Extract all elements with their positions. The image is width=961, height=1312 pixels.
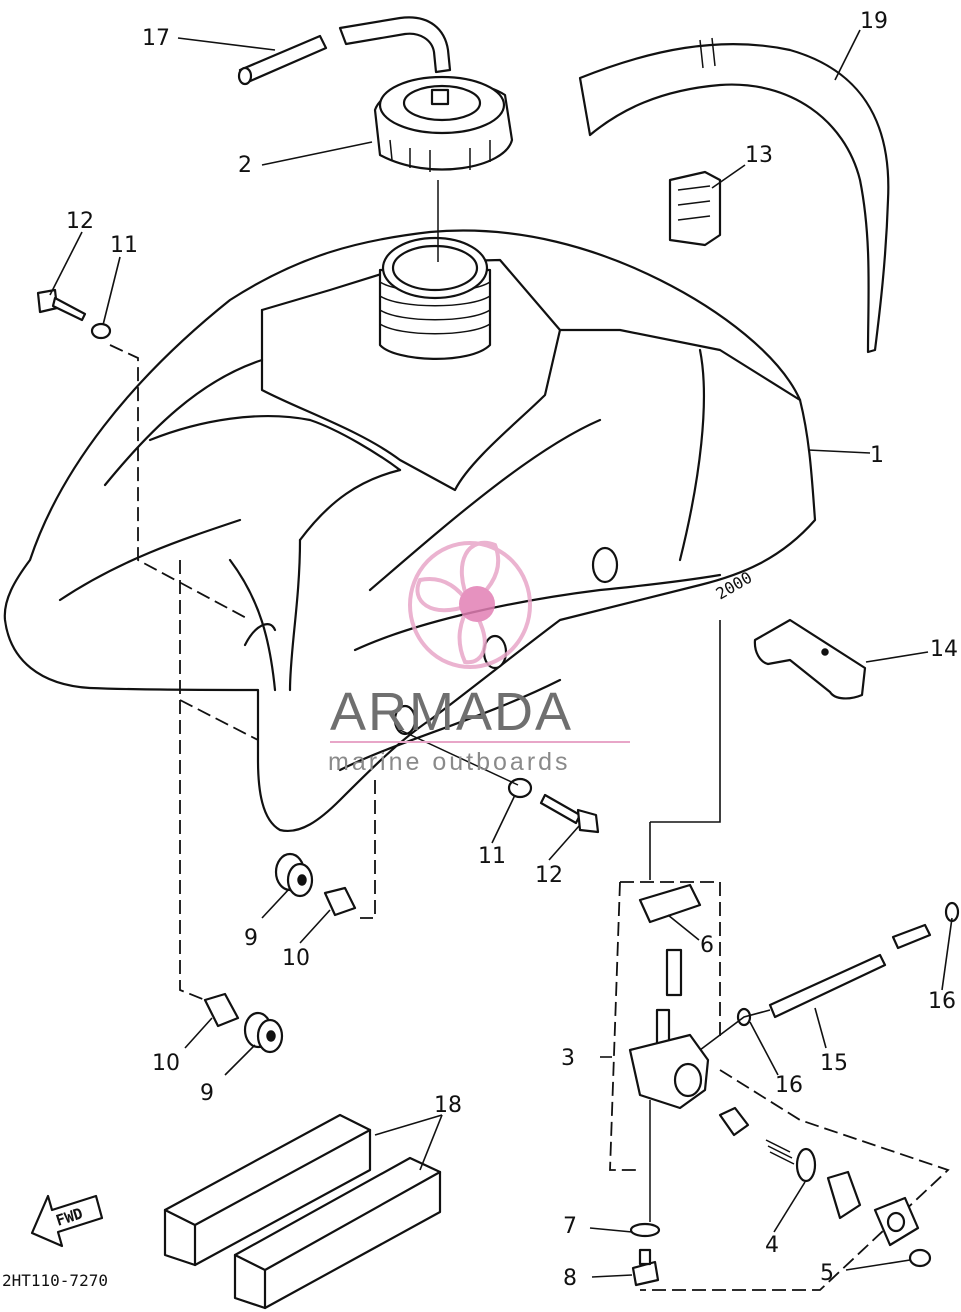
clip — [668, 170, 722, 247]
callout-13: 13 — [745, 143, 773, 168]
callout-14: 14 — [930, 637, 958, 662]
fuel-tank-drawing: 2000 — [3, 229, 817, 833]
callout-9-upper: 9 — [244, 926, 258, 951]
watermark-subtitle: marine outboards — [328, 748, 571, 776]
callout-1: 1 — [870, 443, 884, 468]
grommet-and-collar-upper — [274, 780, 376, 919]
bracket — [753, 618, 867, 700]
callout-17: 17 — [142, 26, 170, 51]
part-callouts: 1 2 3 4 5 6 7 8 9 9 10 10 11 11 12 12 13… — [66, 9, 958, 1291]
callout-9-lower: 9 — [200, 1081, 214, 1106]
fuel-cock-internals — [629, 1106, 932, 1287]
watermark-title: ARMADA — [330, 682, 573, 742]
callout-15: 15 — [820, 1051, 848, 1076]
leader-lines — [49, 29, 953, 1278]
callout-16-right: 16 — [928, 989, 956, 1014]
callout-8: 8 — [563, 1266, 577, 1291]
propeller-logo-icon — [408, 540, 532, 669]
callout-11-lower: 11 — [478, 844, 506, 869]
callout-7: 7 — [563, 1214, 577, 1239]
sponges — [163, 1113, 442, 1310]
filler-neck — [378, 236, 492, 360]
tank-pad — [578, 37, 890, 354]
watermark-logo: ARMADA marine outboards — [328, 540, 630, 776]
callout-16-center: 16 — [775, 1073, 803, 1098]
upper-bolt-and-washer — [36, 288, 251, 621]
fuel-pipe-and-clamps — [699, 901, 960, 1051]
callout-5: 5 — [820, 1261, 834, 1286]
callout-12-lower: 12 — [535, 863, 563, 888]
forward-direction-arrow: FWD — [30, 1194, 104, 1248]
drawing-code: 2HT110-7270 — [2, 1271, 108, 1290]
fuel-cap — [373, 75, 514, 262]
fuel-cock-assembly — [609, 620, 950, 1291]
callout-19: 19 — [860, 9, 888, 34]
callout-11-upper: 11 — [110, 233, 138, 258]
callout-12-upper: 12 — [66, 209, 94, 234]
callout-4: 4 — [765, 1233, 779, 1258]
callout-6: 6 — [700, 933, 714, 958]
callout-10-lower: 10 — [152, 1051, 180, 1076]
callout-2: 2 — [238, 153, 252, 178]
grommet-and-collar-lower — [179, 560, 284, 1054]
callout-3: 3 — [561, 1046, 575, 1071]
callout-18: 18 — [434, 1093, 462, 1118]
callout-10-upper: 10 — [282, 946, 310, 971]
lower-bolt-and-washer — [399, 729, 600, 834]
vent-hose — [237, 16, 452, 86]
